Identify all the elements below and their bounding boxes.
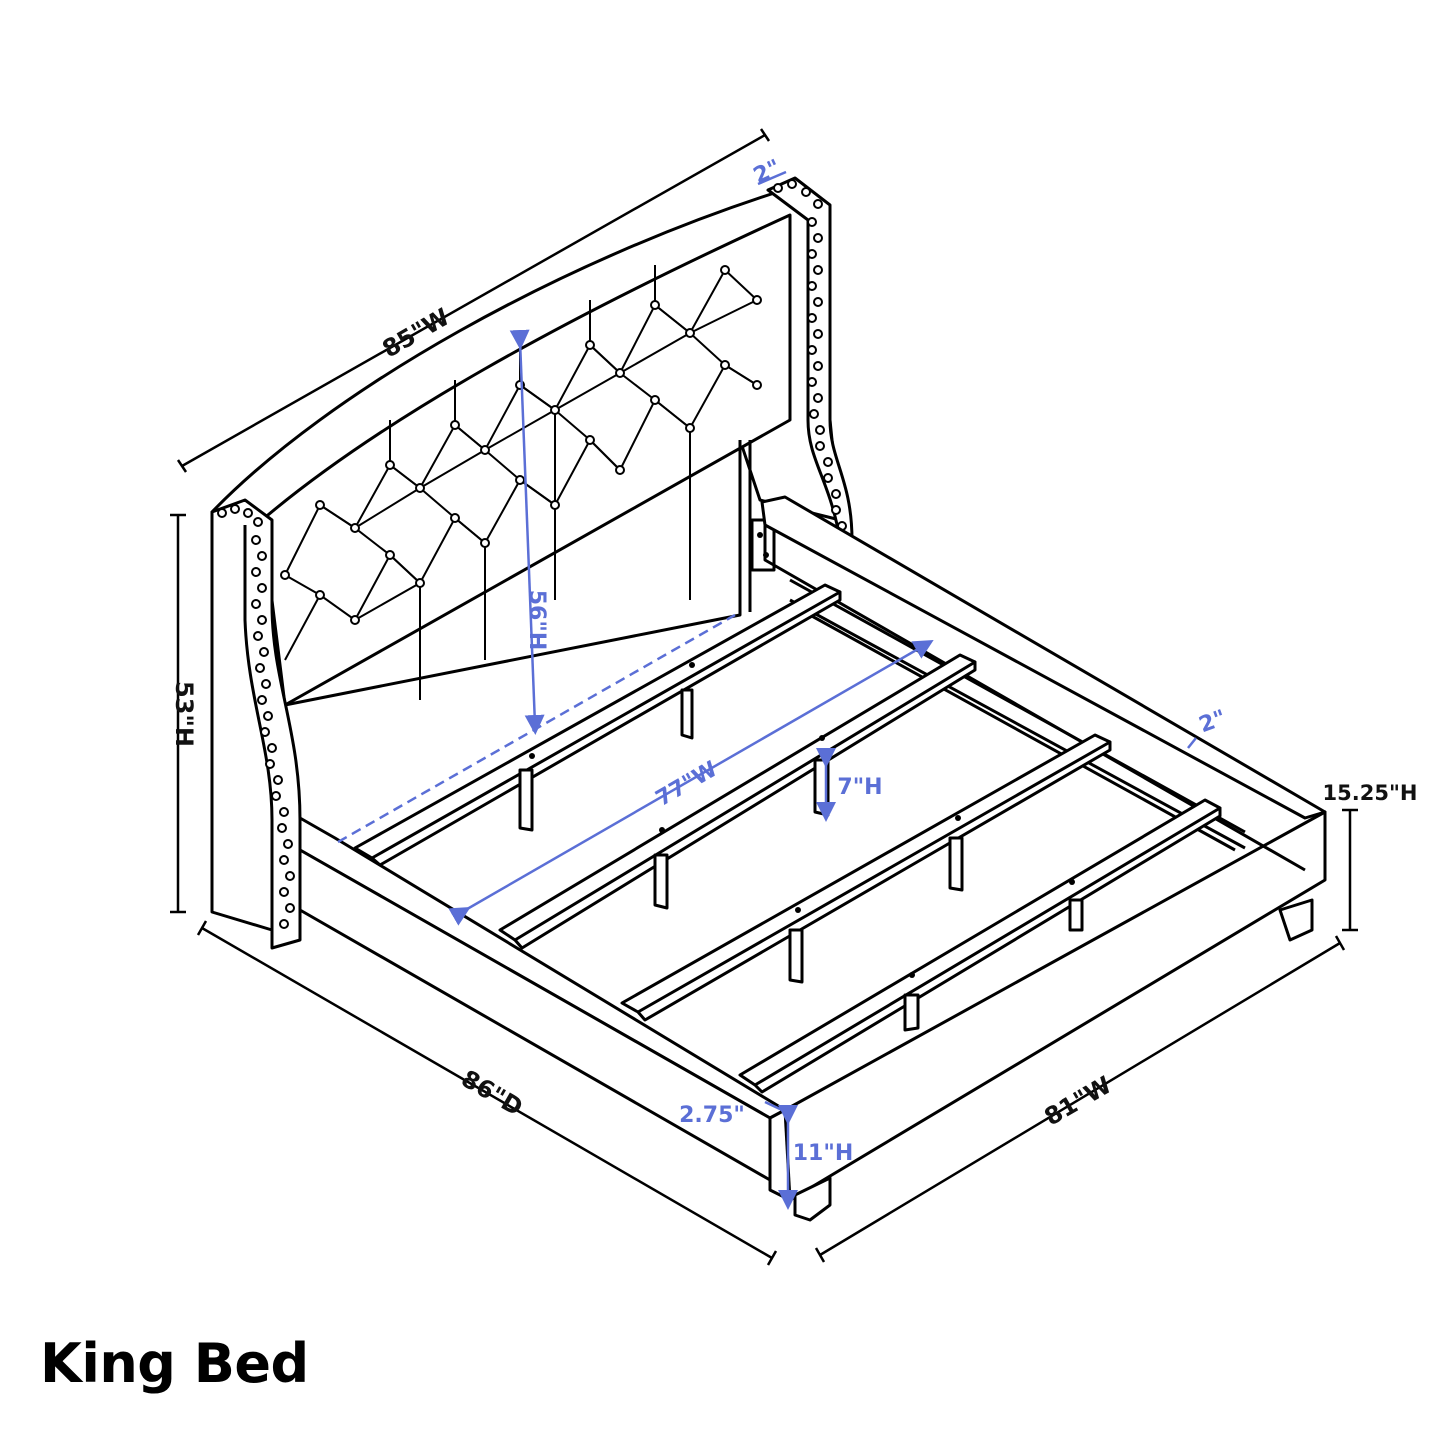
dim-panel-height: 56"H <box>524 590 549 651</box>
dim-total-height: 53"H <box>170 681 198 747</box>
right-leg <box>1278 898 1314 942</box>
bed-frame <box>298 495 1327 1222</box>
dim-footboard-height: 11"H <box>793 1141 854 1166</box>
dim-total-width: 81"W <box>1040 1071 1117 1131</box>
nailheads <box>217 179 847 929</box>
black-dimension-lines <box>170 128 1358 1266</box>
left-wing <box>210 498 302 950</box>
dim-total-depth: 86"D <box>456 1064 527 1121</box>
page-title: King Bed <box>40 1332 309 1395</box>
front-leg <box>793 1176 832 1222</box>
dim-rail-thickness: 2" <box>1196 706 1230 739</box>
dim-frame-height: 15.25"H <box>1323 781 1418 805</box>
dim-leg-height: 7"H <box>837 775 882 800</box>
dim-rail-board: 2.75" <box>679 1103 745 1128</box>
blue-dimension-lines <box>337 170 1197 1210</box>
